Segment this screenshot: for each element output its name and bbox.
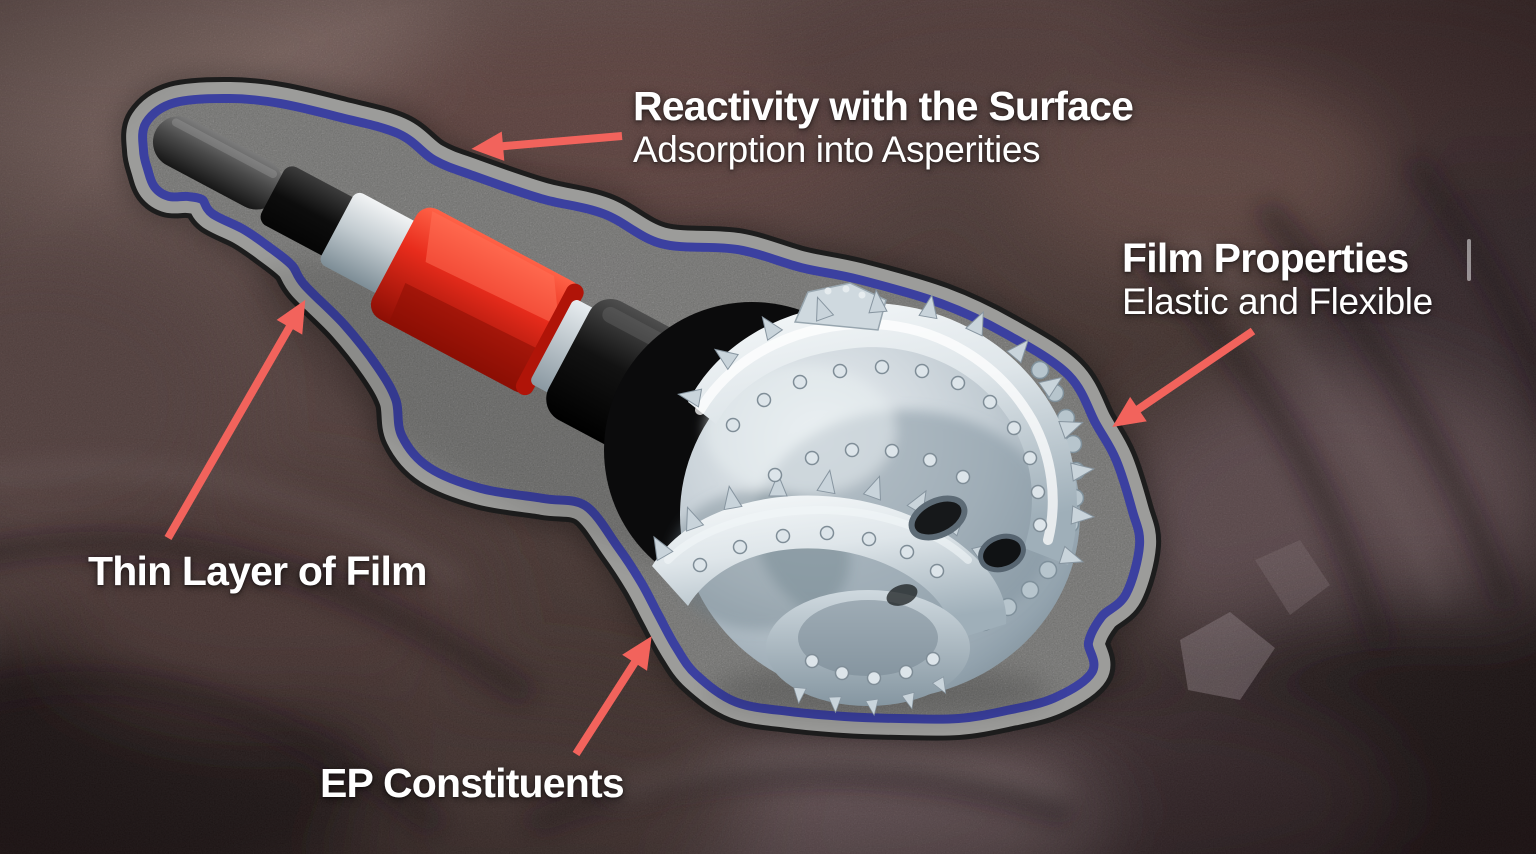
label-film-properties-title: Film Properties (1122, 235, 1409, 281)
label-reactivity-subtitle: Adsorption into Asperities (633, 129, 1041, 171)
label-ep-constituents: EP Constituents (320, 760, 625, 806)
label-reactivity-title: Reactivity with the Surface (633, 83, 1134, 129)
label-film-properties: Film Properties Elastic and Flexible (1122, 236, 1433, 323)
label-reactivity: Reactivity with the Surface Adsorption i… (633, 83, 1134, 171)
label-thin-layer-title: Thin Layer of Film (88, 548, 427, 594)
label-ep-constituents-title: EP Constituents (320, 760, 625, 806)
label-thin-layer: Thin Layer of Film (88, 548, 427, 594)
label-film-properties-subtitle: Elastic and Flexible (1122, 281, 1433, 323)
